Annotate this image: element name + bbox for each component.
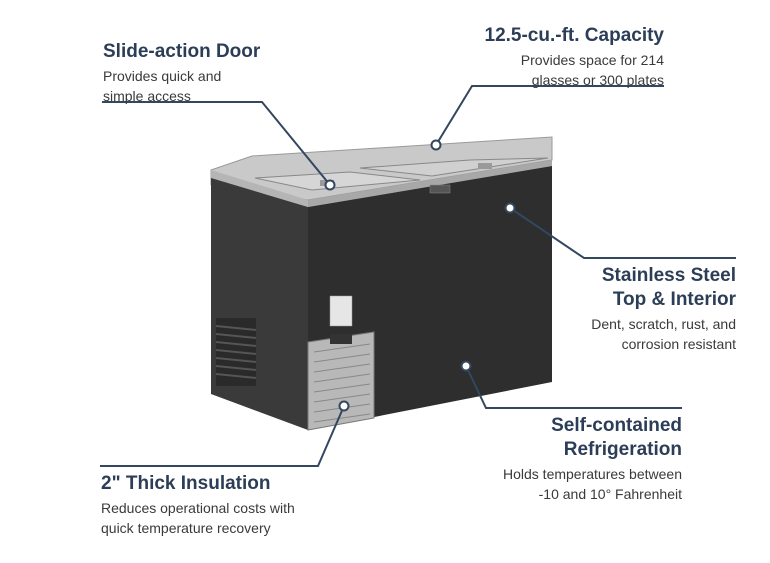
callout-desc: Provides space for 214 glasses or 300 pl… [440, 50, 664, 90]
right-lid [359, 157, 549, 177]
dot-refrigeration [460, 360, 472, 372]
dot-slide-door [324, 179, 336, 191]
callout-slide-door: Slide-action Door Provides quick and sim… [103, 40, 323, 106]
callout-title: Stainless Steel Top & Interior [540, 264, 736, 312]
front-grille [307, 331, 375, 431]
callout-title: Self-contained Refrigeration [462, 414, 682, 462]
connector-slide-door [102, 101, 331, 186]
side-vent [215, 318, 257, 386]
desc-line: simple access [103, 88, 191, 104]
desc-line: quick temperature recovery [101, 520, 271, 536]
callout-desc: Dent, scratch, rust, and corrosion resis… [540, 314, 736, 354]
lid-handle-right [478, 163, 492, 169]
dot-capacity [430, 139, 442, 151]
callout-stainless: Stainless Steel Top & Interior Dent, scr… [540, 264, 736, 354]
desc-line: corrosion resistant [621, 336, 736, 352]
left-lid [254, 171, 421, 191]
desc-line: Provides quick and [103, 68, 222, 84]
callout-capacity: 12.5-cu.-ft. Capacity Provides space for… [440, 24, 665, 90]
connector-capacity [435, 85, 664, 146]
callout-desc: Provides quick and simple access [103, 66, 323, 106]
stainless-top-front-edge [308, 160, 552, 207]
desc-line: glasses or 300 plates [531, 72, 664, 88]
stainless-top-side-edge [211, 170, 308, 207]
title-line: Stainless Steel [601, 265, 736, 286]
callout-title: 2" Thick Insulation [101, 473, 271, 494]
dot-stainless [504, 202, 516, 214]
desc-line: Provides space for 214 [520, 52, 664, 68]
desc-line: Dent, scratch, rust, and [591, 316, 736, 332]
callout-desc: Holds temperatures between -10 and 10° F… [462, 464, 682, 504]
connector-insulation [100, 405, 345, 467]
title-line: Refrigeration [563, 439, 682, 460]
spec-label [329, 295, 353, 327]
title-line: Top & Interior [612, 289, 736, 310]
callout-title: Slide-action Door [103, 41, 261, 62]
dot-insulation [338, 400, 350, 412]
callout-refrigeration: Self-contained Refrigeration Holds tempe… [462, 414, 682, 504]
title-line: Self-contained [551, 415, 682, 436]
desc-line: Holds temperatures between [503, 466, 682, 482]
callout-title: 12.5-cu.-ft. Capacity [484, 25, 665, 46]
callout-desc: Reduces operational costs with quick tem… [101, 498, 361, 538]
connector-stainless [509, 207, 736, 259]
brand-badge [429, 184, 451, 194]
connector-refrigeration [465, 365, 682, 409]
desc-line: Reduces operational costs with [101, 500, 295, 516]
desc-line: -10 and 10° Fahrenheit [538, 486, 682, 502]
callout-insulation: 2" Thick Insulation Reduces operational … [101, 472, 361, 538]
